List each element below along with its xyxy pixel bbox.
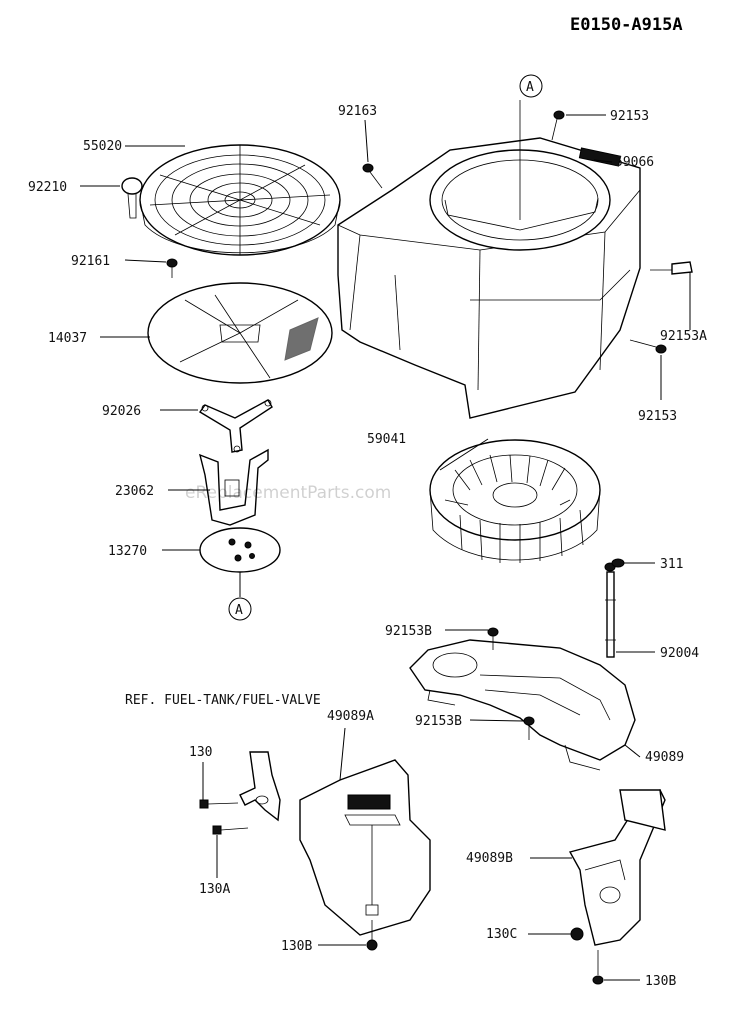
label-130: 130 [189,745,212,760]
label-92161: 92161 [71,254,110,269]
stand-23062 [198,448,269,526]
screw-130B-left [366,920,378,951]
circle-marker-bottom: A [228,572,252,621]
label-59041: 59041 [367,432,406,447]
leader-lines [80,114,691,981]
label-92153-side: 92153 [638,409,677,424]
label-13270: 13270 [108,544,147,559]
cap-92210 [121,177,143,219]
blower-housing [337,100,641,419]
nut-311 [611,558,625,568]
label-130A: 130A [199,882,230,897]
label-59066: 59066 [615,155,654,170]
baffle-49089 [409,639,636,771]
bracket-92026 [198,399,273,453]
label-130B-left: 130B [281,939,312,954]
screw-130A [212,825,249,835]
screw-130 [199,799,239,809]
bolt-92153B-upper [487,627,499,650]
label-130B-right: 130B [645,974,676,989]
diagram-code: E0150-A915A [570,15,683,35]
label-49089: 49089 [645,750,684,765]
bolt-92153-top [551,110,565,141]
label-49089B: 49089B [466,851,513,866]
label-92026: 92026 [102,404,141,419]
label-92163: 92163 [338,104,377,119]
label-92153-top: 92153 [610,109,649,124]
label-23062: 23062 [115,484,154,499]
screw-130B-right [592,950,604,985]
label-92153B-lower: 92153B [415,714,462,729]
shield-49089A [299,759,431,936]
label-92004: 92004 [660,646,699,661]
watermark: eReplacementParts.com [185,483,391,503]
label-55020: 55020 [83,139,122,154]
disc-14037 [147,282,333,384]
plate-13270 [199,527,281,573]
bolt-92153-side [629,339,667,354]
circle-marker-top: A [519,74,543,98]
screen-55020 [139,144,341,256]
shield-49089B [568,789,666,946]
stud-92004 [604,562,616,658]
label-49089A: 49089A [327,709,374,724]
label-92153B-upper: 92153B [385,624,432,639]
bracket-130 [239,751,281,822]
label-130C: 130C [486,927,517,942]
label-92153A: 92153A [660,329,707,344]
flywheel-59041 [429,439,601,563]
bolt-92161 [166,258,178,278]
bolt-92153A [650,261,693,275]
reference-note: REF. FUEL-TANK/FUEL-VALVE [125,693,321,708]
screw-130C [570,927,584,941]
svg-text:A: A [526,80,534,95]
label-92210: 92210 [28,180,67,195]
bolt-92163 [362,163,383,189]
label-14037: 14037 [48,331,87,346]
label-311: 311 [660,557,683,572]
svg-text:A: A [235,603,243,618]
